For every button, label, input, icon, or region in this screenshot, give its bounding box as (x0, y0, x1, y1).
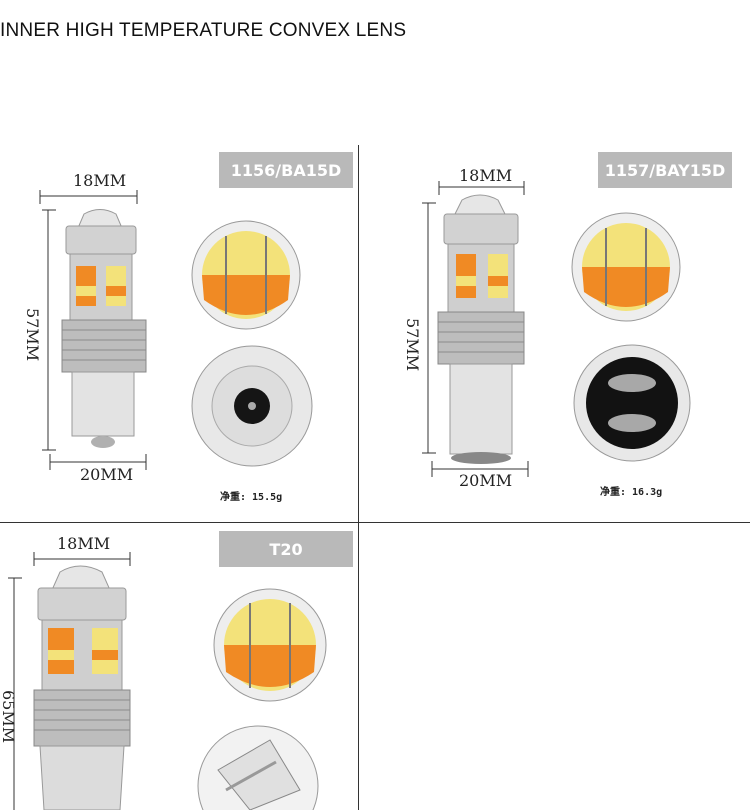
page-heading: INNER HIGH TEMPERATURE CONVEX LENS (0, 20, 407, 41)
dimension-width-bottom: 20MM (80, 465, 134, 484)
lens-front-view (191, 220, 301, 330)
model-badge: T20 (219, 531, 353, 567)
wedge-base-view (197, 725, 319, 810)
bulb-image (61, 209, 147, 448)
bulb-image (437, 194, 525, 464)
panel-divider-vertical (358, 145, 359, 810)
socket-back-view (191, 345, 313, 467)
dimension-height: 65MM (0, 690, 18, 744)
dimension-height: 57MM (403, 318, 422, 372)
dimension-width-top: 18MM (459, 166, 513, 185)
lens-front-view (571, 212, 681, 322)
dimension-lines (39, 190, 147, 470)
lens-front-view (213, 588, 327, 702)
dimension-height: 57MM (23, 308, 42, 362)
model-badge: 1157/BAY15D (598, 152, 732, 188)
dimension-width-top: 18MM (73, 171, 127, 190)
dimension-lines (8, 552, 131, 810)
net-weight: 净重: 16.3g (600, 487, 663, 498)
net-weight: 净重: 15.5g (220, 492, 283, 503)
model-badge: 1156/BA15D (219, 152, 353, 188)
panel-divider-horizontal (0, 522, 750, 523)
dimension-width-bottom: 20MM (459, 471, 513, 490)
dimension-lines (422, 181, 529, 477)
bulb-image (33, 565, 131, 810)
dimension-width-top: 18MM (57, 534, 111, 553)
socket-back-view (573, 344, 691, 462)
